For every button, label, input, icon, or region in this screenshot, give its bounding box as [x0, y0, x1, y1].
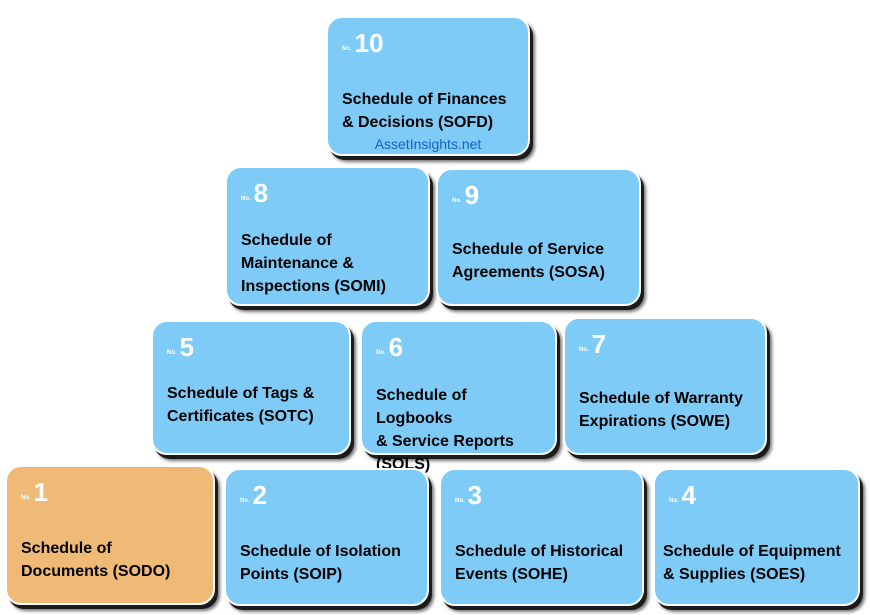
- box-label: Schedule of Warranty Expirations (SOWE): [579, 390, 743, 430]
- site-credit: AssetInsights.net: [374, 136, 482, 152]
- schedule-box-9: No.9 Schedule of Service Agreements (SOS…: [436, 168, 641, 306]
- schedule-box-3: No.3 Schedule of Historical Events (SOHE…: [439, 468, 644, 606]
- schedule-box-1: No.1 Schedule of Documents (SODO): [5, 465, 215, 605]
- box-number: No.8: [241, 178, 269, 208]
- schedule-box-4: No.4 Schedule of Equipment & Supplies (S…: [653, 468, 860, 606]
- box-number: No.1: [21, 477, 49, 507]
- box-label: Schedule of Finances & Decisions (SOFD): [342, 91, 507, 131]
- schedule-box-7: No.7 Schedule of Warranty Expirations (S…: [563, 317, 767, 455]
- box-number: No.10: [342, 28, 384, 58]
- box-number: No.7: [579, 329, 607, 359]
- box-number: No.6: [376, 332, 404, 362]
- schedule-box-6: No.6 Schedule of Logbooks & Service Repo…: [360, 320, 557, 473]
- box-number: No.9: [452, 180, 480, 210]
- schedule-box-5: No.5 Schedule of Tags & Certificates (SO…: [151, 320, 351, 455]
- box-label: Schedule of Equipment & Supplies (SOES): [663, 543, 841, 583]
- box-label: Schedule of Maintenance & Inspections (S…: [241, 232, 386, 295]
- box-number: No.3: [455, 480, 483, 510]
- box-number: No.5: [167, 332, 195, 362]
- box-label: Schedule of Logbooks & Service Reports (…: [376, 387, 514, 473]
- box-label: Schedule of Service Agreements (SOSA): [452, 241, 605, 281]
- box-number: No.4: [669, 480, 697, 510]
- box-label: Schedule of Historical Events (SOHE): [455, 543, 624, 583]
- schedule-box-10: No.10 Schedule of Finances & Decisions (…: [326, 16, 530, 156]
- box-number: No.2: [240, 480, 268, 510]
- box-label: Schedule of Tags & Certificates (SOTC): [167, 385, 315, 425]
- schedule-box-8: No.8 Schedule of Maintenance & Inspectio…: [225, 166, 430, 306]
- schedule-box-2: No.2 Schedule of Isolation Points (SOIP): [224, 468, 429, 606]
- box-label: Schedule of Documents (SODO): [21, 540, 171, 580]
- box-label: Schedule of Isolation Points (SOIP): [240, 543, 401, 583]
